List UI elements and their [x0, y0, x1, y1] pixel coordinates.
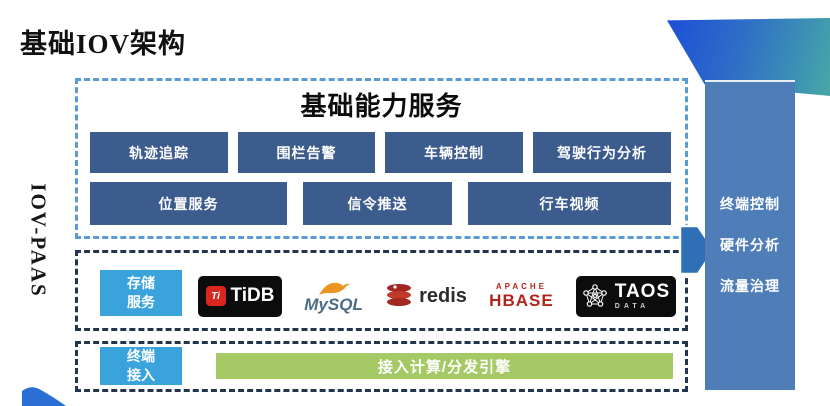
service-chip-fence-alert: 围栏告警 — [238, 132, 375, 173]
tidb-cube-icon: Ti — [205, 286, 226, 306]
storage-label-line2: 服务 — [127, 294, 155, 310]
capability-services-box: 基础能力服务 轨迹追踪 围栏告警 车辆控制 驾驶行为分析 位置服务 信令推送 行… — [75, 78, 688, 239]
mysql-logo-text: MySQL — [304, 294, 363, 314]
taos-network-icon — [582, 284, 607, 307]
redis-logo-text: redis — [419, 284, 467, 307]
taos-data-subtext: DATA — [614, 303, 650, 310]
redis-logo: redis — [385, 283, 467, 309]
side-label-wrap: IOV-PAAS — [16, 160, 60, 320]
service-chip-location-service: 位置服务 — [90, 182, 287, 225]
hbase-apache-text: APACHE — [495, 282, 548, 291]
panel-item-terminal-control: 终端控制 — [720, 196, 780, 212]
tidb-logo-text: TiDB — [230, 285, 275, 306]
mysql-dolphin-icon — [318, 282, 350, 295]
compute-dispatch-engine-bar: 接入计算/分发引擎 — [216, 353, 673, 379]
panel-item-traffic-governance: 流量治理 — [720, 278, 780, 294]
right-capabilities-panel: 终端控制 硬件分析 流量治理 — [705, 80, 795, 390]
taos-data-logo: TAOS DATA — [575, 275, 676, 317]
storage-label-line1: 存储 — [127, 275, 155, 292]
storage-logos-row: Ti TiDB MySQL redis APACHE — [198, 273, 676, 319]
access-label-line1: 终端 — [127, 348, 155, 365]
bottom-left-wave-decoration — [22, 387, 66, 406]
storage-services-box: 存储 服务 Ti TiDB MySQL red — [75, 250, 688, 331]
panel-item-hardware-analysis: 硬件分析 — [720, 237, 780, 253]
service-chip-track-tracing: 轨迹追踪 — [90, 132, 228, 173]
capability-box-title: 基础能力服务 — [300, 91, 463, 121]
tidb-logo: Ti TiDB — [198, 275, 282, 317]
terminal-access-label: 终端 接入 — [100, 347, 182, 385]
hbase-logo: APACHE HBASE — [489, 282, 554, 310]
service-chip-signal-push: 信令推送 — [303, 182, 452, 225]
service-chip-vehicle-control: 车辆控制 — [385, 132, 523, 173]
storage-service-label: 存储 服务 — [100, 270, 182, 316]
redis-stack-icon — [387, 284, 412, 306]
iov-paas-vertical-label: IOV-PAAS — [26, 182, 51, 298]
service-chip-driving-analysis: 驾驶行为分析 — [533, 132, 671, 173]
taos-logo-text: TAOS — [614, 281, 671, 302]
page-title: 基础IOV架构 — [20, 29, 187, 59]
terminal-access-box: 终端 接入 接入计算/分发引擎 — [75, 341, 688, 392]
service-chip-driving-video: 行车视频 — [468, 182, 671, 225]
hbase-logo-text: HBASE — [489, 291, 554, 310]
mysql-logo: MySQL — [304, 280, 363, 313]
access-label-line2: 接入 — [127, 367, 155, 383]
